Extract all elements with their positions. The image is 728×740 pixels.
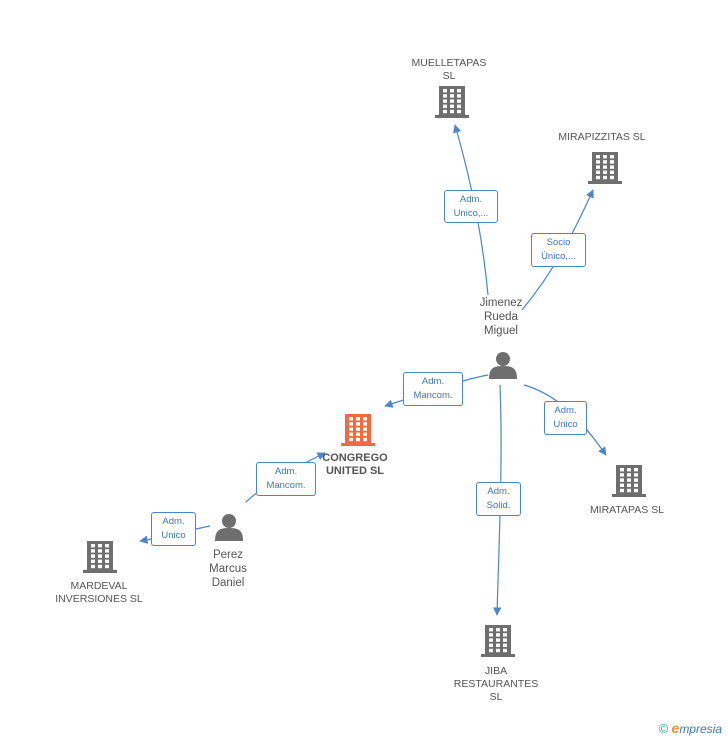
edge-label-line: Único,... [541,251,576,262]
edge-label-line: Adm. [421,376,445,387]
edge-label-jimenez-to-congrego[interactable]: Adm. Mancom. [403,372,463,406]
node-label-line: Jimenez [479,297,523,309]
edge-label-jimenez-to-muelletapas[interactable]: Adm. Unico,... [444,190,498,223]
node-label-line: Rueda [484,311,518,323]
edge-label-line: Unico,... [453,208,489,219]
empresia-watermark[interactable]: © empresia [659,720,722,736]
edge-label-line: Adm. [162,516,185,527]
node-label-line: CONGREGO [322,452,388,464]
edge-label-line: Mancom. [413,390,453,401]
edge-label-perez-to-congrego[interactable]: Adm. Mancom. [256,462,316,496]
person-icon-perez[interactable] [215,514,243,541]
focus-company-building-icon-congrego[interactable] [341,414,375,446]
company-building-icon-mardeval[interactable] [83,541,117,573]
node-label-line: SL [489,691,503,703]
node-label-line: SL [442,70,456,82]
edge-label-line: Unico [161,530,186,541]
edge-label-jimenez-to-jiba[interactable]: Adm. Solid. [476,482,521,516]
edge-label-line: Adm. [487,486,510,497]
node-label-line: MIRATAPAS SL [589,504,665,516]
node-label-mirapizzitas[interactable]: MIRAPIZZITAS SL [542,131,662,144]
edge-label-line: Unico [553,419,578,430]
person-icon-jimenez[interactable] [489,352,517,379]
node-label-line: INVERSIONES SL [55,593,143,605]
node-label-line: Daniel [211,577,245,589]
edge-label-line: Adm. [554,405,577,416]
edge-label-line: Adm. [274,466,298,477]
node-label-line: MUELLETAPAS [411,57,487,69]
edge-label-line: Solid. [486,500,511,511]
edge-label-perez-to-mardeval[interactable]: Adm. Unico [151,512,196,546]
copyright-symbol: © [658,721,669,736]
company-building-icon-muelletapas[interactable] [435,86,469,118]
node-label-line: RESTAURANTES [453,678,539,690]
node-label-line: JIBA [484,665,508,677]
edge-label-jimenez-to-miratapas[interactable]: Adm. Unico [544,401,587,435]
node-label-line: Miguel [484,325,518,337]
node-label-line: UNITED SL [325,465,385,477]
brand-name: mpresia [679,722,722,736]
company-building-icon-mirapizzitas[interactable] [588,152,622,184]
company-building-icon-miratapas[interactable] [612,465,646,497]
node-label-line: Perez [212,549,244,561]
edge-label-line: Socio [546,237,571,248]
node-label-line: MIRAPIZZITAS SL [558,131,646,143]
node-label-line: MARDEVAL [70,580,128,592]
edge-label-line: Mancom. [266,480,306,491]
node-label-line: Marcus [209,563,247,575]
brand-initial: e [671,720,680,736]
node-label-miratapas[interactable]: MIRATAPAS SL [567,504,687,517]
edge-label-line: Adm. [459,194,483,205]
company-building-icon-jiba[interactable] [481,625,515,657]
